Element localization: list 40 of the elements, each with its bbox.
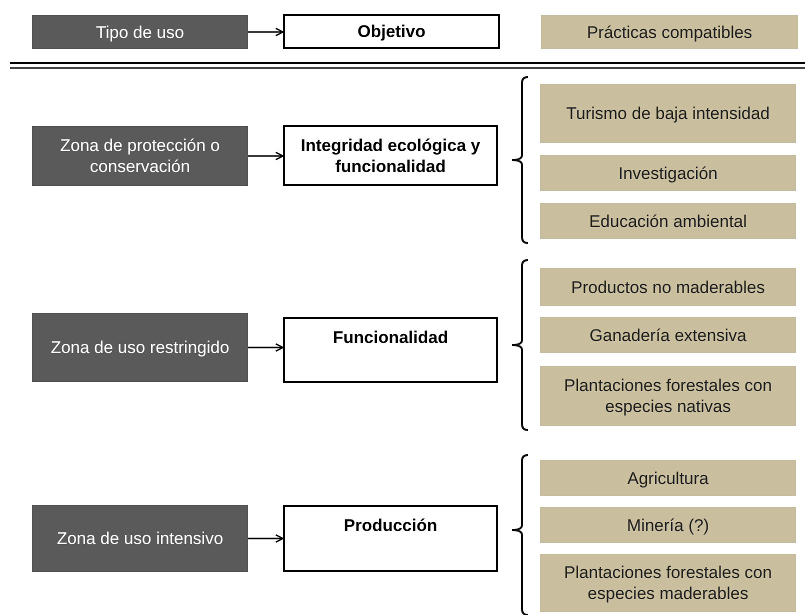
box-label: Investigación [618,162,718,184]
box-label: Productos no maderables [571,276,765,298]
practice-box [540,317,796,353]
arrow [248,534,284,543]
practice-box [541,15,798,49]
box-label: Producción [344,515,438,536]
box-label: Objetivo [357,21,426,42]
box-label: Integridad ecológica y funcionalidad [300,134,482,176]
box-label: Funcionalidad [332,327,448,348]
arrow [248,343,284,352]
objective-box [283,505,498,572]
practice-box [540,507,796,543]
objective-box [283,14,500,49]
box-label: Zona de protección o conservación [59,135,221,177]
practice-box [540,460,796,496]
use-type-box [32,126,248,186]
use-type-box [32,15,248,49]
box-label: Ganadería extensiva [590,324,746,346]
practice-box [540,155,796,191]
box-label: Turismo de baja intensidad [566,103,770,124]
box-label: Prácticas compatibles [586,22,752,42]
box-label: Zona de uso intensivo [56,528,224,549]
practice-box [540,554,796,612]
box-label: Tipo de uso [96,22,184,42]
practice-box [540,203,796,239]
box-label: Educación ambiental [589,210,747,232]
arrow [248,28,284,36]
box-label: Agricultura [627,468,709,488]
objective-box [283,125,498,186]
practice-box [540,268,796,306]
box-label: Plantaciones forestales con especies maderables [563,562,773,604]
practice-box [540,366,796,426]
arrow [248,152,284,160]
objective-box [283,317,498,383]
use-type-box [32,505,248,572]
box-label: Minería (?) [626,514,710,536]
practice-box [540,84,796,143]
box-label: Plantaciones forestales con especies nativas [563,375,773,417]
use-type-box [32,313,248,382]
box-label: Zona de uso restringido [50,337,230,358]
